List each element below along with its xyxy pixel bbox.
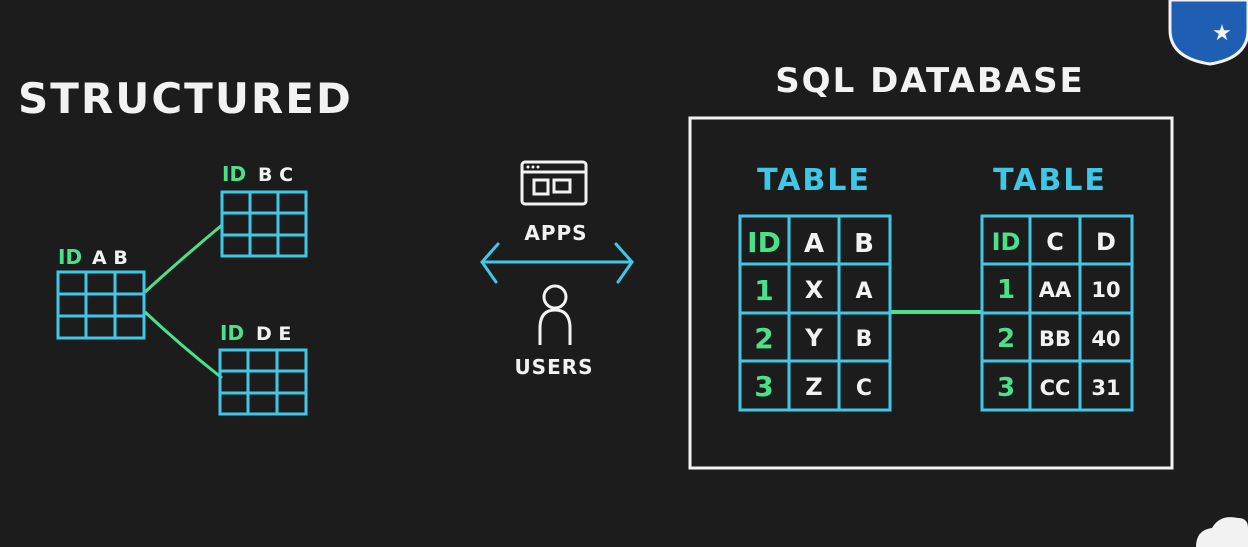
- table1-cell: 2: [754, 322, 773, 355]
- small-table-de-cols: D E: [256, 323, 291, 345]
- table2-header-d: D: [1096, 228, 1116, 256]
- table1-header-id: ID: [747, 226, 781, 259]
- table1-cell: C: [856, 376, 872, 401]
- table2-header-c: C: [1046, 228, 1064, 256]
- table2-cell: 1: [997, 275, 1015, 305]
- table1-grid: [738, 214, 892, 412]
- table2-cell: BB: [1039, 327, 1071, 351]
- table1-cell: 1: [754, 274, 773, 307]
- database-frame: [688, 116, 1174, 470]
- small-table-bc: ID B C: [220, 162, 308, 258]
- table2-grid: [980, 214, 1134, 412]
- table2-cell: CC: [1040, 376, 1071, 400]
- table1-header-a: A: [804, 229, 824, 259]
- small-table-bc-id: ID: [222, 162, 246, 186]
- person-icon: [538, 284, 572, 345]
- star-badge-icon: ★: [1168, 0, 1248, 66]
- table1-cell: X: [805, 276, 824, 304]
- table2-cell: 40: [1091, 327, 1120, 351]
- double-arrow-icon: [480, 242, 634, 284]
- table1-cell: A: [855, 279, 872, 304]
- small-table-de-id: ID: [220, 321, 244, 345]
- browser-window-icon: [520, 160, 588, 206]
- cloud-icon: [1196, 517, 1248, 547]
- table2-cell: AA: [1039, 278, 1072, 302]
- table1-cells: ID A B 1 X A 2 Y B 3 Z C: [747, 226, 874, 403]
- svg-text:★: ★: [1212, 21, 1232, 46]
- apps-label: APPS: [524, 221, 587, 245]
- small-table-ab-id: ID: [58, 245, 82, 269]
- table2-title: TABLE: [993, 163, 1107, 198]
- table1-header-b: B: [854, 229, 874, 259]
- small-table-de: ID D E: [218, 321, 308, 416]
- table1-title: TABLE: [757, 163, 871, 198]
- table2-cell: 3: [997, 373, 1015, 403]
- table2-cells: ID C D 1 AA 10 2 BB 40 3 CC 31: [992, 228, 1121, 403]
- table2-cell: 2: [997, 324, 1015, 354]
- small-table-ab-cols: A B: [92, 247, 128, 269]
- table2-cell: 10: [1091, 278, 1120, 302]
- sql-database-title: SQL DATABASE: [775, 61, 1085, 101]
- table1-cell: Y: [804, 324, 823, 352]
- table2-header-id: ID: [992, 228, 1021, 256]
- table1-cell: 3: [754, 370, 773, 403]
- structured-title: STRUCTURED: [18, 74, 353, 123]
- table2-cell: 31: [1091, 376, 1120, 400]
- users-label: USERS: [514, 355, 593, 379]
- table1-cell: B: [856, 327, 873, 352]
- browser-dots: [526, 165, 540, 169]
- small-table-ab: ID A B: [56, 245, 146, 340]
- table1-cell: Z: [805, 373, 822, 401]
- connector-lines: [143, 223, 223, 380]
- small-table-bc-cols: B C: [258, 164, 293, 186]
